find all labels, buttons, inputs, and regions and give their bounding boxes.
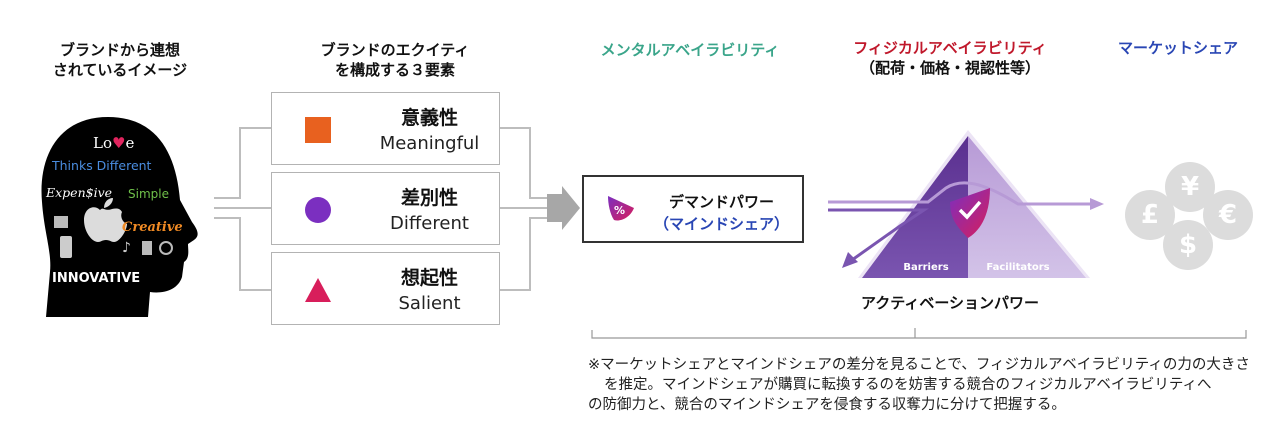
- percent-badge-text: %: [614, 204, 625, 217]
- header-brand-image-line1: ブランドから連想: [59, 41, 180, 59]
- footnote-line1: ※マーケットシェアとマインドシェアの差分を見ることで、フィジカルアベイラビリティ…: [588, 357, 1250, 373]
- demand-power-subtitle: （マインドシェア）: [653, 215, 789, 233]
- element-meaningful: 意義性 Meaningful: [271, 92, 500, 165]
- element-different: 差別性 Different: [271, 172, 500, 245]
- header-equity: ブランドのエクイティ を構成する３要素: [300, 40, 490, 80]
- word-simple: Simple: [128, 187, 169, 201]
- percent-badge-icon: %: [608, 196, 634, 221]
- label-facilitators: Facilitators: [986, 262, 1049, 273]
- pyramid-barriers-half: [862, 136, 968, 278]
- gadget-icon: [54, 216, 68, 228]
- header-equity-line2: を構成する３要素: [334, 61, 455, 79]
- phone-icon: [60, 236, 72, 258]
- activation-power-label: アクティベーションパワー: [860, 294, 1040, 312]
- pass-through-arrow: [828, 181, 1090, 206]
- element-meaningful-en: Meaningful: [379, 133, 480, 154]
- header-mental-availability: メンタルアベイラビリティ: [600, 41, 780, 59]
- footnote: ※マーケットシェアとマインドシェアの差分を見ることで、フィジカルアベイラビリティ…: [588, 355, 1268, 415]
- apple-logo-icon: [84, 198, 127, 242]
- bottom-bracket: [591, 328, 1247, 339]
- reel-icon: [159, 241, 173, 255]
- head-silhouette: Lo♥e Thinks Different Expen$ive Simple C…: [41, 117, 198, 317]
- header-brand-image-line2: されているイメージ: [52, 61, 188, 79]
- word-love: Lo♥e: [93, 134, 134, 152]
- header-physical-availability: フィジカルアベイラビリティ （配荷・価格・視認性等）: [840, 38, 1060, 78]
- header-market-share: マーケットシェア: [1117, 39, 1238, 57]
- word-expensive: Expen$ive: [45, 185, 112, 200]
- deflected-arrow: [828, 208, 929, 262]
- element-salient-en: Salient: [398, 293, 461, 314]
- deflected-arrowhead-icon: [842, 252, 858, 268]
- currency-cluster: ¥ £ € $: [1125, 162, 1255, 270]
- label-barriers: Barriers: [903, 262, 948, 273]
- header-physical-title: フィジカルアベイラビリティ: [853, 39, 1047, 57]
- square-icon: [305, 117, 331, 143]
- header-brand-image: ブランドから連想 されているイメージ: [40, 40, 200, 80]
- music-note-icon: ♪: [122, 240, 131, 256]
- pound-icon: £: [1125, 190, 1175, 240]
- connector-left-bottom: [214, 217, 272, 291]
- pass-through-arrowhead-icon: [1090, 198, 1104, 210]
- element-meaningful-jp: 意義性: [400, 107, 458, 129]
- demand-power-title: デマンドパワー: [668, 193, 774, 211]
- check-mark-icon: [958, 200, 982, 220]
- connector-right-bottom: [500, 217, 548, 291]
- dollar-icon: $: [1163, 220, 1213, 270]
- euro-icon: €: [1203, 190, 1253, 240]
- flow-arrow-icon: [547, 186, 580, 230]
- ipod-icon: [142, 241, 152, 255]
- element-different-en: Different: [390, 213, 469, 234]
- element-salient-jp: 想起性: [400, 267, 458, 289]
- word-innovative: INNOVATIVE: [52, 271, 140, 286]
- element-salient: 想起性 Salient: [271, 252, 500, 325]
- triangle-icon: [305, 278, 331, 302]
- footnote-line2: を推定。マインドシェアが購買に転換するのを妨害する競合のフィジカルアベイラビリテ…: [604, 377, 1212, 393]
- pyramid-facilitators-half: [968, 136, 1086, 278]
- header-equity-line1: ブランドのエクイティ: [320, 41, 470, 59]
- brand-head-illustration: Lo♥e Thinks Different Expen$ive Simple C…: [38, 112, 213, 322]
- word-thinks-different: Thinks Different: [51, 158, 152, 173]
- connector-right-top: [500, 127, 548, 199]
- demand-power-box: % デマンドパワー （マインドシェア）: [582, 175, 804, 243]
- word-creative: Creative: [122, 220, 183, 235]
- connector-left-top: [214, 127, 272, 199]
- activation-pyramid: Barriers Facilitators: [828, 130, 1104, 278]
- circle-icon: [305, 197, 331, 223]
- header-physical-subtitle: （配荷・価格・視認性等）: [859, 59, 1040, 77]
- element-different-jp: 差別性: [400, 187, 458, 209]
- footnote-line3: の防御力と、競合のマインドシェアを侵食する収奪力に分けて把握する。: [588, 397, 1066, 413]
